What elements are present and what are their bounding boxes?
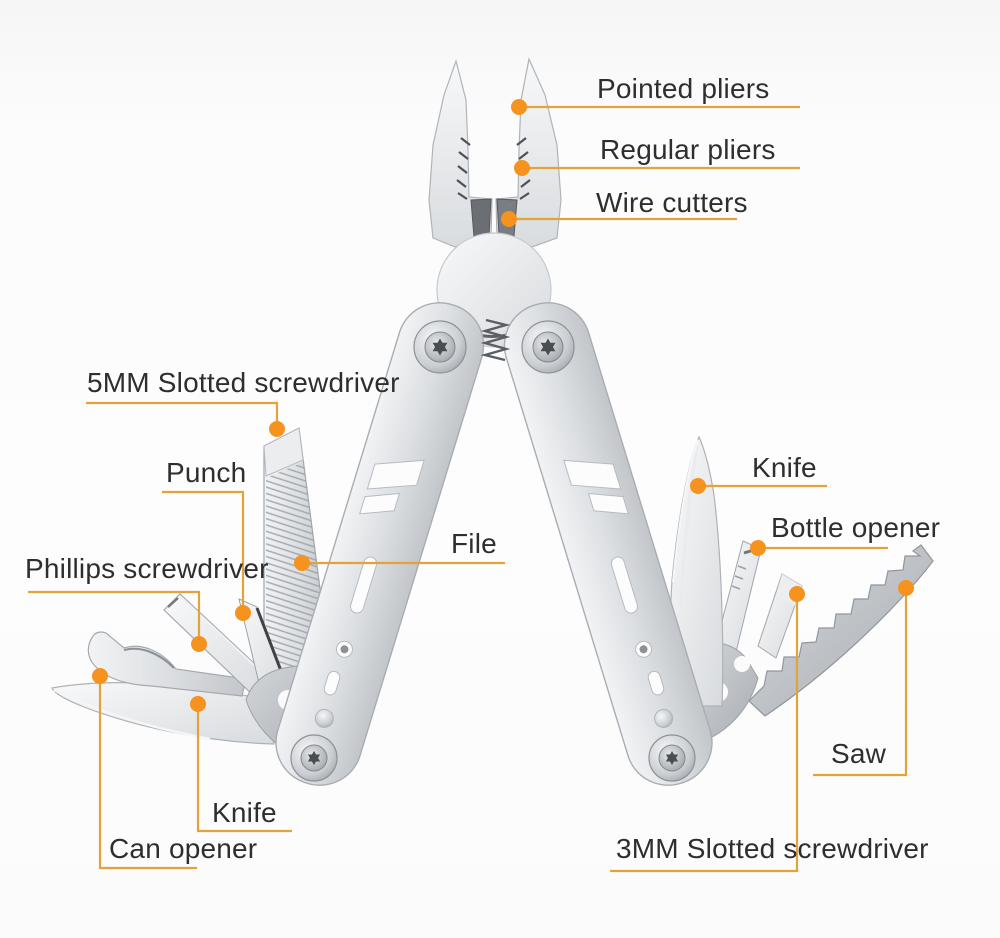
handle-slot [610, 556, 639, 614]
label-bottle-opener: Bottle opener [771, 512, 941, 543]
leader-lines [28, 99, 914, 873]
right-handle [503, 302, 713, 786]
handle-slot [349, 556, 378, 614]
label-punch: Punch [166, 457, 247, 488]
handle-cutout [563, 459, 622, 490]
anchor-dot [514, 160, 530, 176]
label-pointed-pliers: Pointed pliers [597, 73, 770, 104]
leader-regular-pliers [514, 160, 800, 176]
leader-knife-left [190, 696, 292, 833]
can-opener-shadow [123, 647, 175, 669]
handle-slot [323, 670, 341, 696]
torx-screw-bottom-left [290, 734, 338, 782]
file-tip-5mm [263, 427, 304, 477]
handle-slot [647, 670, 665, 696]
leader-phillips [28, 590, 207, 652]
spring-coil [480, 318, 511, 362]
anchor-dot [501, 211, 517, 227]
leader-wire-cutters [501, 211, 737, 227]
label-saw: Saw [831, 738, 887, 769]
anchor-dot [294, 555, 310, 571]
leader-file [294, 555, 505, 571]
leader-saw [813, 580, 914, 777]
handle-rivet [654, 708, 674, 728]
label-can-opener: Can opener [109, 833, 258, 864]
handle-cutout [359, 492, 401, 515]
handle-rivet [314, 708, 334, 728]
anchor-dot [690, 478, 706, 494]
wire-cutter-block-left [470, 198, 492, 238]
anchor-dot [750, 540, 766, 556]
anchor-dot [898, 580, 914, 596]
leader-bottle-opener [750, 540, 888, 556]
anchor-dot [269, 421, 285, 437]
bottle-opener-serration [731, 565, 747, 590]
label-5mm-slotted-screwdriver: 5MM Slotted screwdriver [87, 367, 400, 398]
leader-punch [162, 490, 251, 621]
label-knife-left: Knife [212, 797, 277, 828]
label-knife-right: Knife [752, 452, 817, 483]
jaw-serrations-left [456, 137, 471, 200]
torx-screw-bottom-right [648, 734, 696, 782]
knife-edge-highlight [672, 439, 699, 583]
torx-screw-top-right [521, 320, 575, 374]
left-handle [275, 302, 485, 786]
knife-edge-highlight [53, 688, 211, 741]
label-phillips-screwdriver: Phillips screwdriver [25, 553, 269, 584]
phillips-tip-notch [167, 597, 179, 608]
handle-hole [639, 645, 648, 654]
leader-pointed-pliers [511, 99, 800, 115]
label-wire-cutters: Wire cutters [596, 187, 748, 218]
leader-can-opener [92, 668, 197, 870]
anchor-dot [235, 605, 251, 621]
handle-hole [340, 645, 349, 654]
anchor-dot [511, 99, 527, 115]
leader-knife-right [690, 478, 827, 494]
leader-5mm-slotted [86, 401, 285, 437]
anchor-dot [92, 668, 108, 684]
anchor-dot [191, 636, 207, 652]
scallop-notch [734, 656, 750, 672]
label-3mm-slotted-screwdriver: 3MM Slotted screwdriver [616, 833, 929, 864]
handle-cutout [587, 492, 629, 515]
handle-cutout [366, 459, 425, 490]
label-regular-pliers: Regular pliers [600, 134, 776, 165]
leader-3mm-slotted [610, 586, 805, 873]
label-file: File [451, 528, 497, 559]
torx-screw-top-left [413, 320, 467, 374]
anchor-dot [190, 696, 206, 712]
anchor-dot [789, 586, 805, 602]
